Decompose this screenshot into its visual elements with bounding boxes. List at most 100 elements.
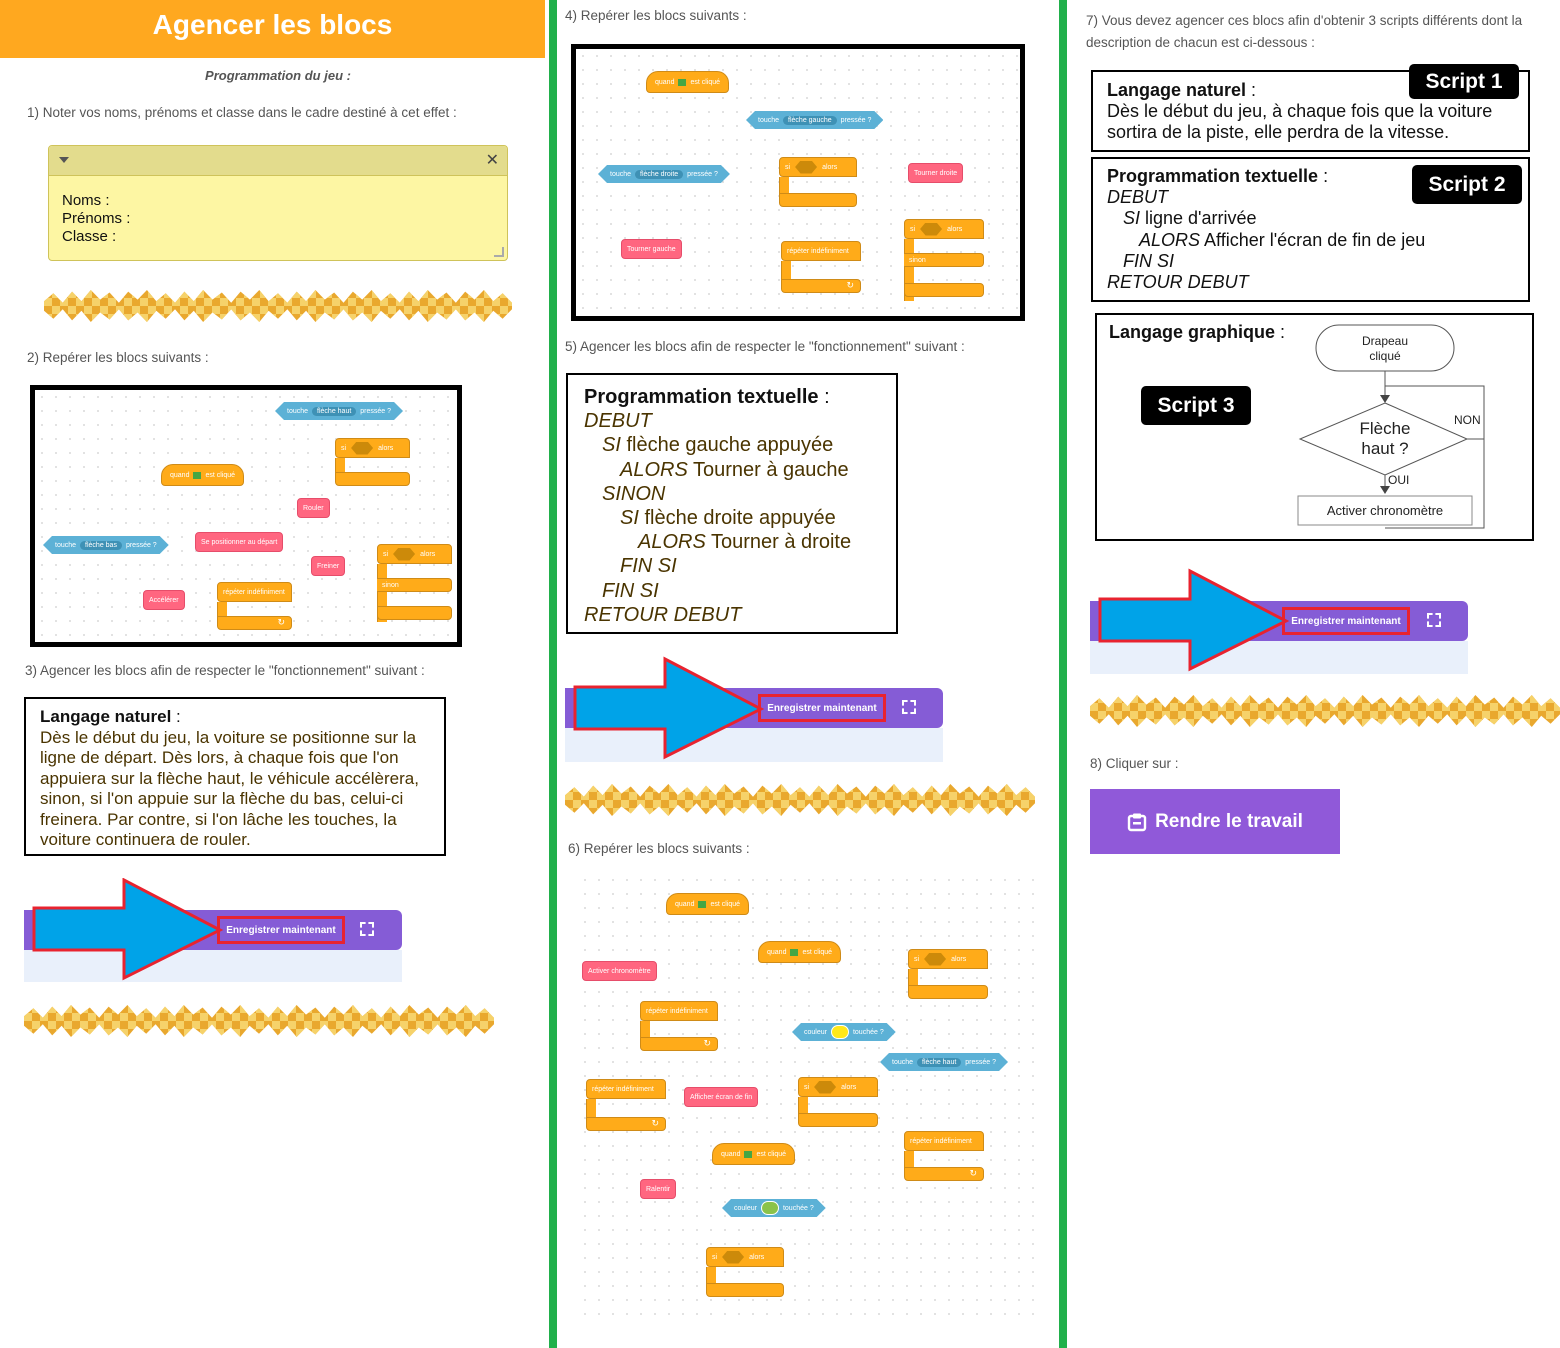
flowchart-yes-label: OUI bbox=[1388, 473, 1409, 487]
block-tourner-droite[interactable]: Tourner droite bbox=[908, 163, 964, 183]
flowchart-start-line-2: cliqué bbox=[1369, 349, 1401, 363]
close-icon[interactable]: ✕ bbox=[485, 152, 499, 169]
flowchart-decision-line-1: Flèche bbox=[1359, 419, 1410, 438]
program-line-4: SINON bbox=[602, 482, 666, 505]
block-repeat-forever[interactable]: répéter indéfiniment ↻ bbox=[904, 1131, 984, 1183]
class-line: Classe : bbox=[62, 228, 117, 245]
sticky-note-content[interactable]: Noms : Prénoms : Classe : bbox=[62, 192, 130, 246]
decorative-divider bbox=[24, 1005, 494, 1037]
save-bar-screenshot-3: Enregistrer maintenant bbox=[1090, 568, 1468, 674]
sticky-note-header: ✕ bbox=[49, 146, 507, 176]
block-accelerer[interactable]: Accélérer bbox=[143, 590, 185, 610]
flowchart-action-shape bbox=[1297, 495, 1473, 526]
flowchart-action-label: Activer chronomètre bbox=[1327, 503, 1443, 518]
step-5-text: 5) Agencer les blocs afin de respecter l… bbox=[565, 339, 965, 354]
script-1-text: Dès le début du jeu, à chaque fois que l… bbox=[1107, 101, 1493, 142]
script-1-badge: Script 1 bbox=[1409, 64, 1519, 99]
program-line-7: FIN SI bbox=[620, 555, 677, 578]
colon: : bbox=[171, 707, 181, 726]
column-divider-right bbox=[1059, 0, 1067, 1348]
sticky-note[interactable]: ✕ Noms : Prénoms : Classe : bbox=[48, 145, 508, 261]
flowchart-no-label: NON bbox=[1454, 413, 1481, 427]
save-now-button[interactable]: Enregistrer maintenant bbox=[758, 694, 886, 722]
decorative-divider bbox=[565, 784, 1035, 816]
program-line-5: SI flèche droite appuyée bbox=[620, 507, 836, 530]
script-2-line-4: FIN SI bbox=[1123, 250, 1175, 271]
step-3-text: 3) Agencer les blocs afin de respecter l… bbox=[25, 663, 425, 678]
step-4-text: 4) Repérer les blocs suivants : bbox=[565, 8, 747, 23]
program-line-6: ALORS Tourner à droite bbox=[638, 531, 852, 554]
script-2-box: Programmation textuelle : DEBUT SI ligne… bbox=[1091, 157, 1530, 302]
block-tourner-gauche[interactable]: Tourner gauche bbox=[621, 239, 682, 259]
colon: : bbox=[1318, 166, 1329, 186]
script-2-badge: Script 2 bbox=[1412, 165, 1522, 204]
script-3-box: Langage graphique : Script 3 Drapeau cli… bbox=[1095, 313, 1534, 541]
page-subtitle: Programmation du jeu : bbox=[205, 68, 351, 83]
block-repeat-forever[interactable]: répéter indéfiniment ↻ bbox=[781, 241, 861, 297]
block-ralentir[interactable]: Ralentir bbox=[640, 1179, 677, 1199]
script-2-line-3: ALORS Afficher l'écran de fin de jeu bbox=[1139, 229, 1426, 250]
block-repeat-forever[interactable]: répéter indéfiniment ↻ bbox=[640, 1001, 718, 1053]
script-2-line-5: RETOUR DEBUT bbox=[1107, 272, 1249, 293]
decorative-divider bbox=[1090, 695, 1560, 727]
save-now-button[interactable]: Enregistrer maintenant bbox=[1282, 607, 1410, 635]
firstnames-line: Prénoms : bbox=[62, 210, 131, 227]
block-repeat-forever[interactable]: répéter indéfiniment ↻ bbox=[217, 582, 292, 632]
decorative-divider bbox=[44, 290, 512, 322]
clipboard-icon bbox=[1127, 813, 1147, 831]
step-2-text: 2) Repérer les blocs suivants : bbox=[27, 350, 209, 365]
program-line-2: SI flèche gauche appuyée bbox=[602, 434, 834, 457]
names-line: Noms : bbox=[62, 192, 110, 209]
column-1: Agencer les blocs Programmation du jeu :… bbox=[0, 0, 548, 1348]
step-1-text: 1) Noter vos noms, prénoms et classe dan… bbox=[27, 105, 457, 120]
arrow-icon bbox=[1098, 568, 1290, 672]
step-7-text: 7) Vous devez agencer ces blocs afin d'o… bbox=[1086, 13, 1523, 50]
step-6-text: 6) Repérer les blocs suivants : bbox=[568, 841, 750, 856]
textual-program-box: Programmation textuelle : DEBUT SI flèch… bbox=[566, 373, 898, 634]
block-rouler[interactable]: Rouler bbox=[297, 498, 330, 518]
block-afficher-ecran-fin[interactable]: Afficher écran de fin bbox=[684, 1087, 759, 1107]
flowchart-start-shape bbox=[1315, 324, 1455, 372]
chevron-down-icon[interactable] bbox=[59, 157, 69, 163]
block-repeat-forever[interactable]: répéter indéfiniment ↻ bbox=[586, 1079, 666, 1133]
script-1-box: Langage naturel : Dès le début du jeu, à… bbox=[1091, 70, 1530, 152]
block-activer-chronometre[interactable]: Activer chronomètre bbox=[582, 961, 657, 981]
block-freiner[interactable]: Freiner bbox=[311, 556, 346, 576]
arrow-icon bbox=[32, 878, 224, 981]
column-divider-left bbox=[549, 0, 557, 1348]
script-3-badge: Script 3 bbox=[1141, 386, 1251, 425]
textual-program-heading: Programmation textuelle bbox=[584, 386, 819, 408]
resize-handle-icon[interactable] bbox=[494, 247, 504, 257]
script-2-line-1: DEBUT bbox=[1107, 187, 1169, 208]
save-now-button[interactable]: Enregistrer maintenant bbox=[217, 916, 345, 944]
column-3: 7) Vous devez agencer ces blocs afin d'o… bbox=[1068, 0, 1560, 1348]
submit-work-button[interactable]: Rendre le travail bbox=[1090, 789, 1340, 854]
block-se-positionner[interactable]: Se positionner au départ bbox=[195, 532, 284, 552]
submit-work-label: Rendre le travail bbox=[1155, 810, 1303, 832]
program-line-1: DEBUT bbox=[584, 410, 652, 433]
colon: : bbox=[818, 386, 830, 408]
